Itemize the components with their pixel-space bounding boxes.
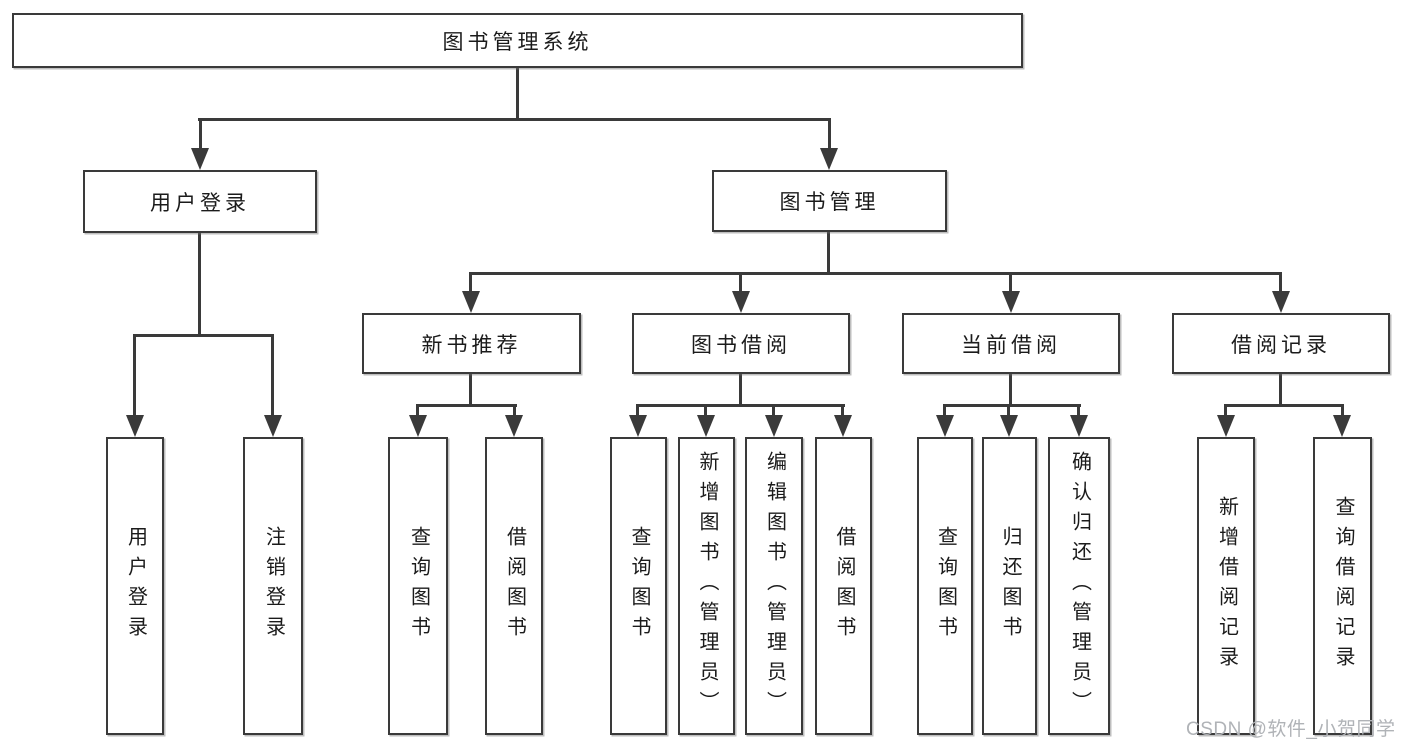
arrow-down-icon [1070,415,1088,437]
node-label: 注销登录 [262,526,285,646]
leaf-edit-books-admin: 编辑图书（管理员） [745,437,803,735]
watermark-text: CSDN @软件_小贺同学 [1186,719,1396,740]
arrow-down-icon [732,291,750,313]
connector-vline [469,374,472,406]
node-new-book-recommend: 新书推荐 [362,313,581,374]
connector-hline [198,118,831,121]
arrow-down-icon [191,148,209,170]
node-label: 用户登录 [124,526,147,646]
connector-vline [516,68,519,120]
connector-vline [1007,404,1010,417]
node-label: 用户登录 [150,191,250,215]
connector-hline [943,404,1081,407]
leaf-add-borrow-record: 新增借阅记录 [1197,437,1255,735]
arrow-down-icon [1272,291,1290,313]
connector-vline [469,272,472,293]
leaf-query-books-borrowing: 查询图书 [610,437,667,735]
connector-vline [1009,374,1012,406]
leaf-query-books-newbooks: 查询图书 [388,437,448,735]
arrow-down-icon [409,415,427,437]
leaf-add-books-admin: 新增图书（管理员） [678,437,735,735]
connector-vline [739,374,742,406]
leaf-return-books: 归还图书 [982,437,1037,735]
node-root-system: 图书管理系统 [12,13,1023,68]
node-borrowing-records: 借阅记录 [1172,313,1390,374]
node-label: 查询图书 [934,526,957,646]
arrow-down-icon [820,148,838,170]
connector-vline [1279,374,1282,406]
arrow-down-icon [505,415,523,437]
connector-hline [133,334,274,337]
connector-vline [198,233,201,336]
connector-vline [739,272,742,293]
node-label: 确认归还（管理员） [1068,451,1091,721]
arrow-down-icon [936,415,954,437]
arrow-down-icon [1333,415,1351,437]
arrow-down-icon [264,415,282,437]
connector-vline [1341,404,1344,417]
connector-vline [271,334,274,417]
node-book-borrowing: 图书借阅 [632,313,850,374]
node-user-login-branch: 用户登录 [83,170,317,233]
arrow-down-icon [462,291,480,313]
node-label: 借阅图书 [833,526,855,646]
connector-vline [828,118,831,152]
node-label: 查询图书 [407,526,430,646]
node-book-management-branch: 图书管理 [712,170,947,232]
connector-vline [1279,272,1282,293]
arrow-down-icon [1002,291,1020,313]
node-label: 归还图书 [999,526,1021,646]
node-label: 编辑图书（管理员） [763,451,786,721]
node-label: 借阅记录 [1231,333,1331,357]
leaf-confirm-return-admin: 确认归还（管理员） [1048,437,1110,735]
arrow-down-icon [126,415,144,437]
connector-vline [416,404,419,417]
node-label: 查询借阅记录 [1332,496,1354,676]
connector-hline [469,272,1282,275]
node-label: 新增借阅记录 [1215,496,1238,676]
leaf-user-login: 用户登录 [106,437,164,735]
node-label: 图书借阅 [691,333,791,357]
connector-vline [827,232,830,274]
connector-hline [636,404,845,407]
connector-vline [1009,272,1012,293]
arrow-down-icon [1000,415,1018,437]
connector-vline [772,404,775,417]
leaf-borrow-books-newbooks: 借阅图书 [485,437,543,735]
node-label: 查询图书 [628,526,650,646]
connector-vline [636,404,639,417]
arrow-down-icon [834,415,852,437]
node-current-borrowing: 当前借阅 [902,313,1120,374]
arrow-down-icon [1217,415,1235,437]
node-label: 图书管理系统 [442,30,593,54]
arrow-down-icon [697,415,715,437]
node-label: 当前借阅 [961,333,1061,357]
leaf-borrow-books-borrowing: 借阅图书 [815,437,872,735]
connector-hline [416,404,517,407]
connector-vline [199,118,202,152]
connector-vline [1077,404,1080,417]
connector-vline [943,404,946,417]
arrow-down-icon [629,415,647,437]
connector-vline [513,404,516,417]
connector-vline [704,404,707,417]
connector-vline [133,334,136,417]
arrow-down-icon [765,415,783,437]
connector-hline [1224,404,1344,407]
node-label: 借阅图书 [503,526,526,646]
connector-vline [841,404,844,417]
node-label: 新书推荐 [421,333,522,357]
leaf-query-borrow-record: 查询借阅记录 [1313,437,1372,735]
leaf-logout-login: 注销登录 [243,437,303,735]
node-label: 图书管理 [779,191,880,214]
leaf-query-books-current: 查询图书 [917,437,973,735]
node-label: 新增图书（管理员） [696,451,718,721]
connector-vline [1224,404,1227,417]
